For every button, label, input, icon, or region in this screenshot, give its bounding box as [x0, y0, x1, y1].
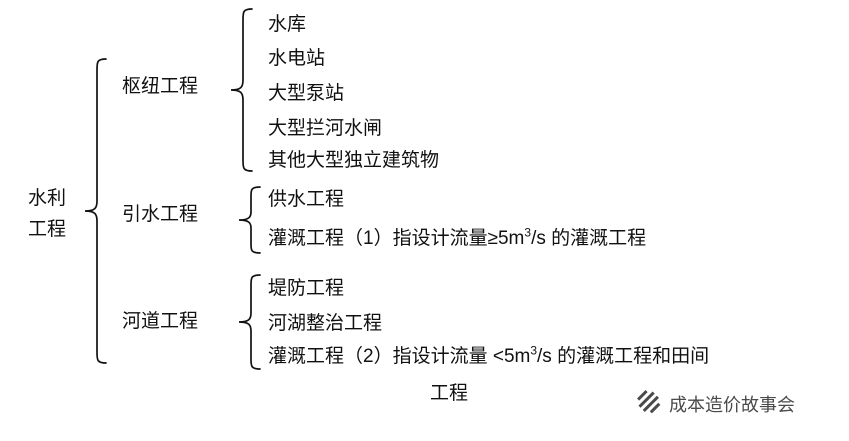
- irrigation-1-post: /s 的灌溉工程: [531, 228, 647, 249]
- root-label-line1: 水利: [28, 188, 67, 209]
- diversion-brace-icon: [238, 186, 264, 254]
- leaf-item-large-river-sluice: 大型拦河水闸: [268, 118, 383, 139]
- river-brace-icon: [238, 274, 264, 370]
- branch-label-hub: 枢纽工程: [122, 76, 199, 97]
- watermark: 成本造价故事会: [633, 386, 795, 421]
- leaf-item-embankment: 堤防工程: [268, 278, 345, 299]
- root-label-line2: 工程: [28, 219, 67, 240]
- irrigation-2-superscript: 3: [530, 343, 538, 358]
- leaf-item-irrigation-2-continuation: 工程: [430, 383, 469, 404]
- leaf-item-irrigation-2: 灌溉工程（2）指设计流量 <5m3/s 的灌溉工程和田间: [268, 343, 710, 368]
- irrigation-1-pre: 灌溉工程（1）指设计流量≥5m: [268, 228, 525, 249]
- root-brace-icon: [84, 58, 110, 364]
- watermark-text: 成本造价故事会: [669, 394, 795, 415]
- irrigation-2-post: /s 的灌溉工程和田间: [537, 346, 710, 367]
- leaf-item-reservoir: 水库: [268, 14, 307, 35]
- branch-label-river: 河道工程: [122, 311, 199, 332]
- leaf-item-other-large-structures: 其他大型独立建筑物: [268, 150, 440, 171]
- branch-label-diversion: 引水工程: [122, 204, 199, 225]
- leaf-item-water-supply: 供水工程: [268, 189, 345, 210]
- irrigation-1-superscript: 3: [524, 225, 532, 240]
- leaf-item-hydropower-station: 水电站: [268, 48, 326, 69]
- root-label: 水利 工程: [28, 188, 66, 250]
- irrigation-2-pre: 灌溉工程（2）指设计流量 <5m: [268, 346, 531, 367]
- leaf-item-large-pump-station: 大型泵站: [268, 83, 345, 104]
- leaf-item-irrigation-1: 灌溉工程（1）指设计流量≥5m3/s 的灌溉工程: [268, 225, 647, 250]
- hub-brace-icon: [230, 8, 256, 172]
- leaf-item-river-lake-regulation: 河湖整治工程: [268, 313, 383, 334]
- watermark-logo-icon: [633, 386, 663, 421]
